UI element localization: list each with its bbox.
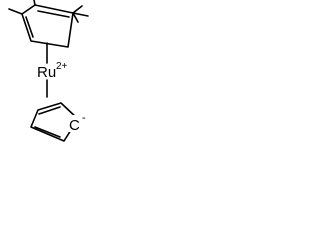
lower-ring-inner-double-bond-top [38, 106, 61, 115]
carbanion-charge: - [82, 112, 86, 124]
methyl-left-bond [8, 8, 23, 15]
carbanion-symbol: C [69, 117, 80, 134]
methyl-right-top-bond [72, 5, 83, 14]
ruthenocene-structure: Ru 2+ C - [8, 0, 89, 142]
methyl-right-bond [72, 12, 89, 17]
metal-symbol: Ru [37, 64, 56, 81]
lower-ring-inner-double-bond-left [34, 126, 61, 138]
upper-ring-inner-double-bond-left [25, 16, 34, 38]
methyl-top-bond [33, 0, 36, 6]
upper-cyclopentadienyl-ring [8, 0, 89, 48]
ruthenium-atom: Ru 2+ [37, 61, 68, 81]
upper-ring-inner-double-bond-top [37, 10, 70, 18]
carbanion-label: C - [67, 112, 86, 134]
methyl-right-bottom-bond [72, 12, 79, 23]
metal-charge: 2+ [56, 61, 68, 72]
upper-ring-outline [21, 4, 74, 48]
carbanion-label-background [67, 115, 85, 132]
